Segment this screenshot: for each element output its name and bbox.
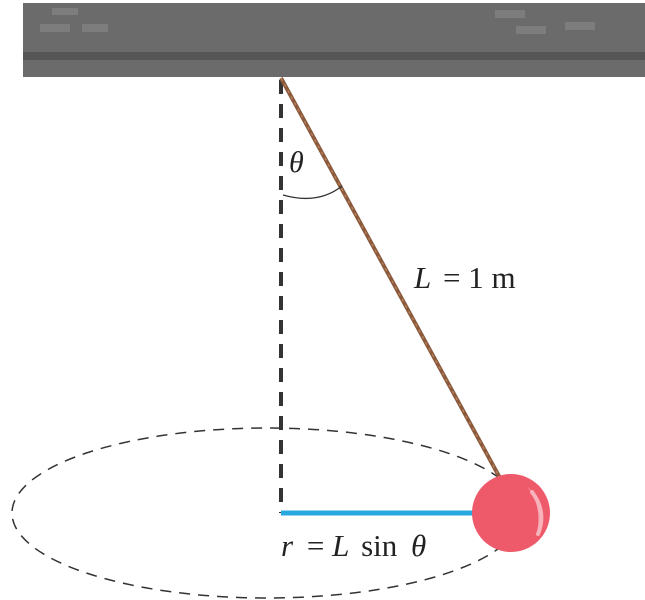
pendulum-bob [472, 474, 550, 552]
ceiling-brick [82, 24, 108, 32]
ceiling-brick [495, 10, 525, 18]
radius-sin: sin [361, 528, 398, 563]
ceiling-brick [565, 22, 595, 30]
angle-label: θ [289, 146, 304, 179]
radius-label: r = L sin θ [281, 528, 426, 563]
radius-L: L [331, 528, 349, 563]
radius-equals: = [307, 528, 332, 563]
angle-arc [282, 185, 343, 200]
ceiling-block [23, 3, 645, 77]
length-value: = 1 m [443, 260, 516, 295]
ceiling-brick [40, 24, 70, 32]
ceiling-brick [52, 8, 78, 15]
radius-theta: θ [411, 528, 426, 563]
radius-variable: r [281, 528, 294, 563]
pendulum-string [279, 77, 502, 479]
ceiling-brick [516, 26, 546, 34]
ceiling-bottom-edge [23, 52, 645, 60]
length-label: L = 1 m [413, 260, 516, 295]
length-variable: L [413, 260, 431, 295]
ceiling [23, 3, 645, 77]
